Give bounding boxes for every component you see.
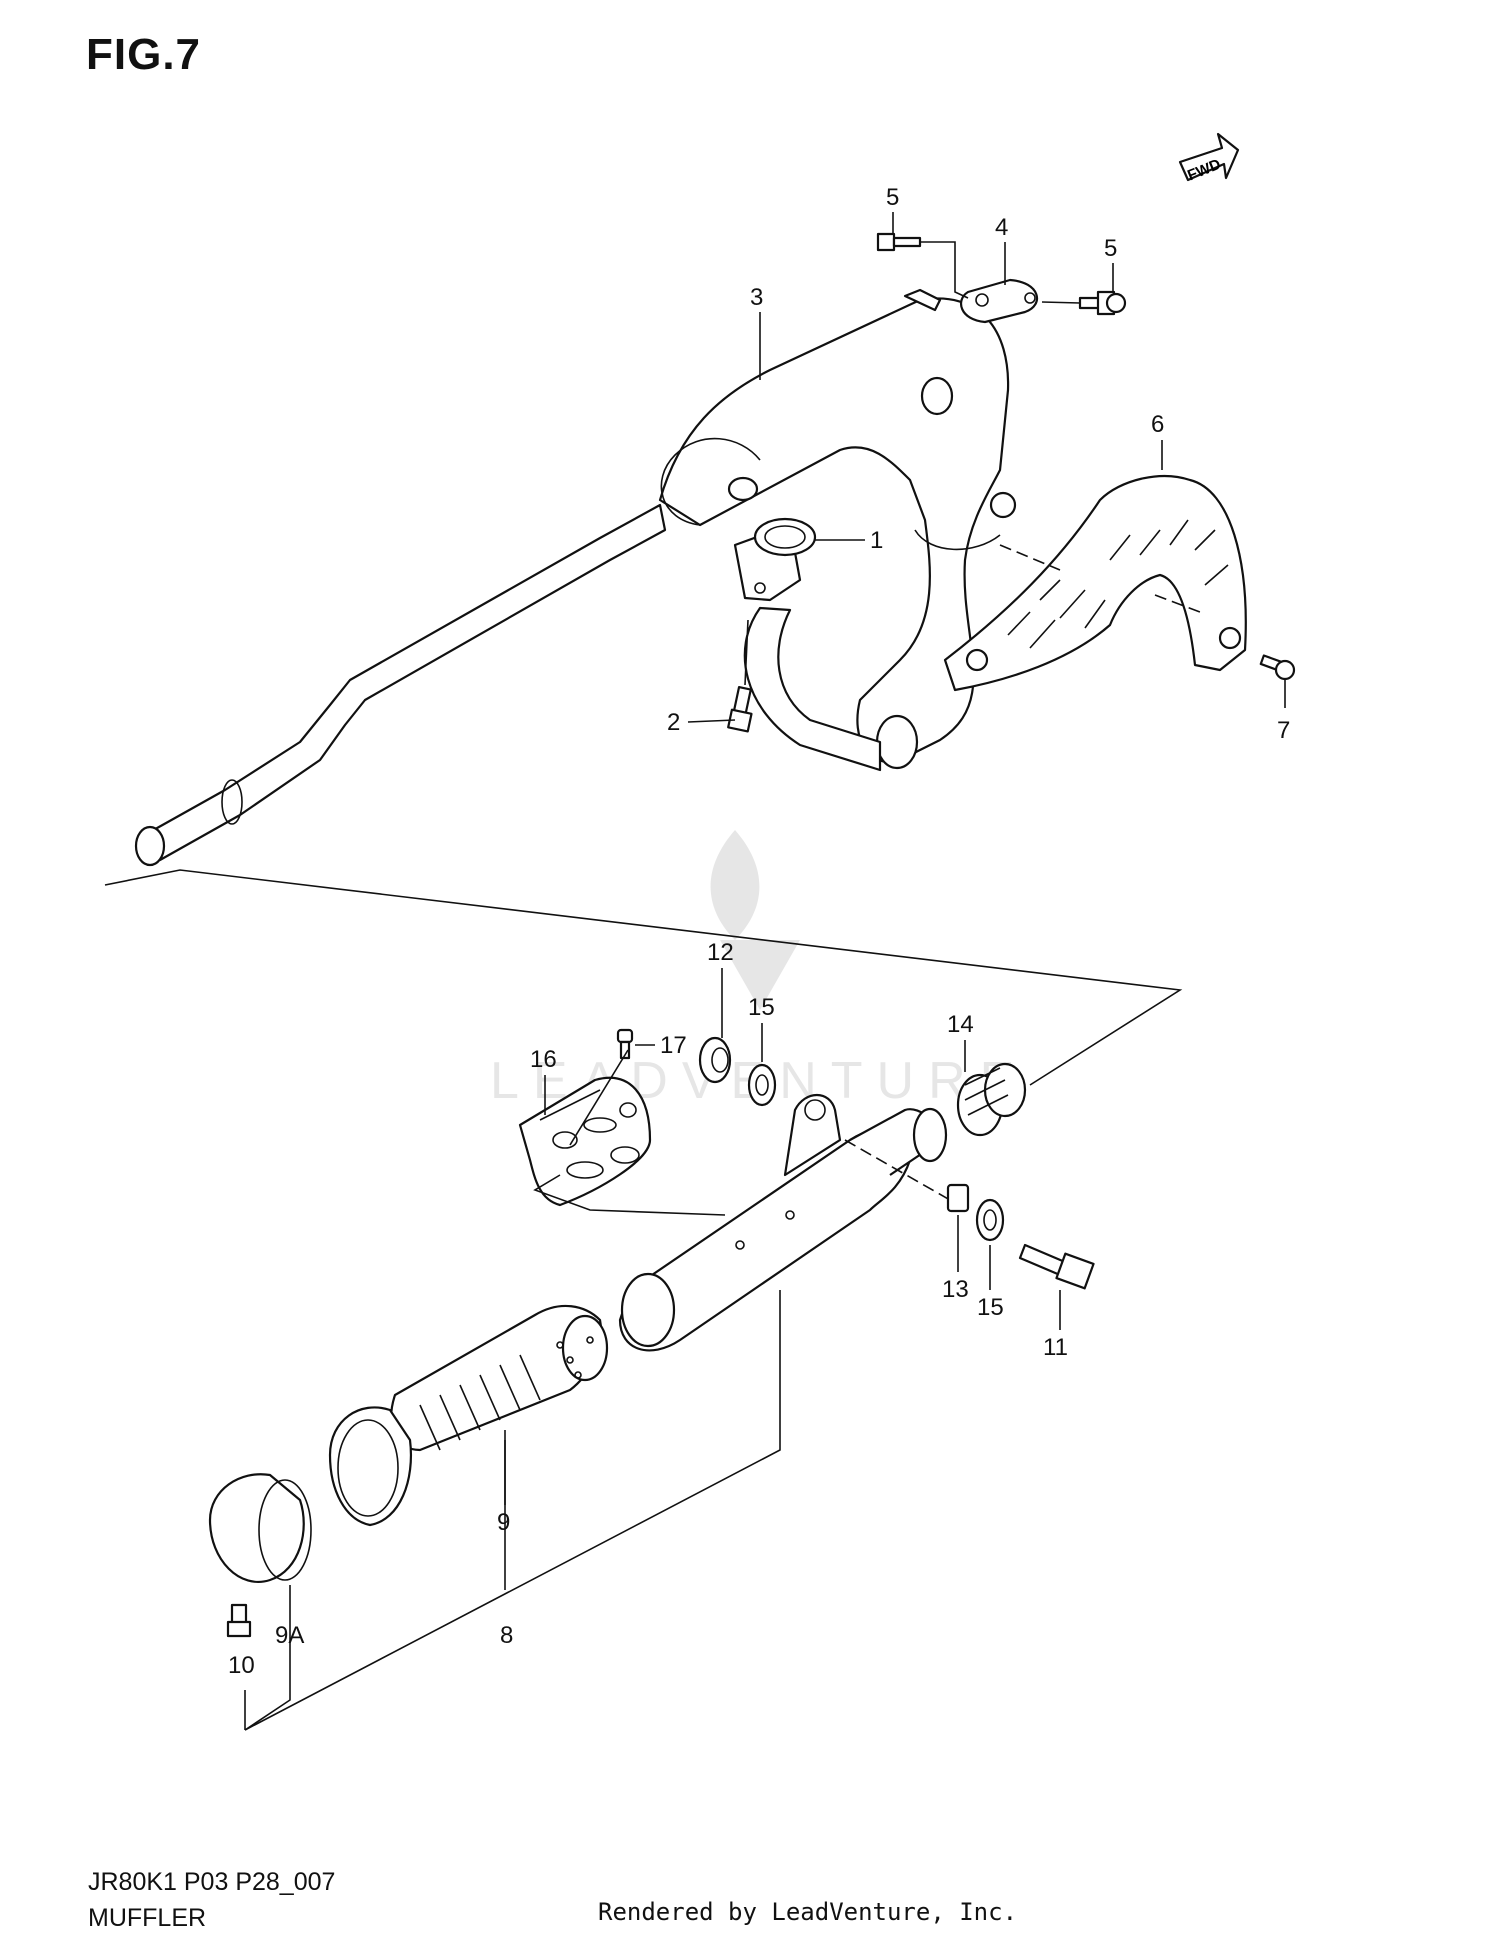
- collar-part-12: [698, 1036, 732, 1084]
- bolt-part-5-right: [1078, 290, 1127, 316]
- inner-pipe-part-9: [328, 1304, 609, 1527]
- end-cap-part-9a: [208, 1473, 312, 1583]
- bracket-line-upper: [104, 869, 1183, 1086]
- callout-6: 6: [1151, 411, 1164, 438]
- spacer-part-13: [946, 1183, 970, 1213]
- bolt-part-7: [1259, 654, 1296, 681]
- leader-5a-path: [920, 241, 969, 299]
- callout-14: 14: [947, 1011, 974, 1038]
- callout-8: 8: [500, 1622, 513, 1649]
- callout-5-right: 5: [1104, 235, 1117, 262]
- callout-17: 17: [660, 1032, 687, 1059]
- bracket-line-9a: [244, 1585, 291, 1731]
- callout-9: 9: [497, 1509, 510, 1536]
- mounting-bracket-part-4: [959, 278, 1038, 324]
- model-code: JR80K1 P03 P28_007: [88, 1868, 336, 1896]
- callout-3: 3: [750, 284, 763, 311]
- bolt-part-5-upper: [876, 232, 922, 252]
- callout-7: 7: [1277, 717, 1290, 744]
- callout-10: 10: [228, 1652, 255, 1679]
- leader-2-dash: [744, 619, 749, 686]
- bolt-part-11: [1018, 1243, 1095, 1290]
- callout-12: 12: [707, 939, 734, 966]
- callout-5-upper: 5: [886, 184, 899, 211]
- heat-shield-part-6: [943, 474, 1247, 692]
- leader-2: [687, 719, 736, 723]
- guard-plate-part-16: [518, 1076, 652, 1207]
- render-credit: Rendered by LeadVenture, Inc.: [598, 1898, 1018, 1926]
- exhaust-chamber-pipe: [134, 288, 1017, 867]
- bracket-line-16: [533, 1174, 726, 1216]
- figure-title: FIG.7: [86, 30, 202, 79]
- leader-5b-path: [1041, 301, 1081, 304]
- bracket-line-8: [244, 1290, 781, 1731]
- forward-arrow-icon: FWD: [1178, 132, 1240, 184]
- leader-17-down: [569, 1049, 629, 1146]
- washer-part-15-upper: [747, 1063, 777, 1107]
- leader-13-dash: [844, 1139, 951, 1201]
- callout-11: 11: [1043, 1334, 1068, 1361]
- section-name: MUFFLER: [88, 1904, 207, 1932]
- callout-4: 4: [995, 214, 1008, 241]
- grommet-part-14: [956, 1062, 1027, 1137]
- callout-15-upper: 15: [748, 994, 775, 1021]
- callout-1: 1: [870, 527, 883, 554]
- stud-bolt-part-2: [727, 685, 753, 733]
- washer-part-15-lower: [975, 1198, 1005, 1242]
- screw-part-17: [616, 1028, 634, 1060]
- silencer-body-part-8: [618, 1094, 948, 1352]
- callout-15-lower: 15: [977, 1294, 1004, 1321]
- callout-16: 16: [530, 1046, 557, 1073]
- bolt-part-10: [226, 1603, 252, 1638]
- callout-13: 13: [942, 1276, 969, 1303]
- callout-2: 2: [667, 709, 680, 736]
- exhaust-flange-part-1: [733, 517, 817, 602]
- leader-6-dash-a: [999, 544, 1061, 571]
- flame-logo-icon: [710, 830, 800, 1010]
- callout-9a: 9A: [275, 1622, 304, 1649]
- leader-6-dash-b: [1154, 594, 1201, 613]
